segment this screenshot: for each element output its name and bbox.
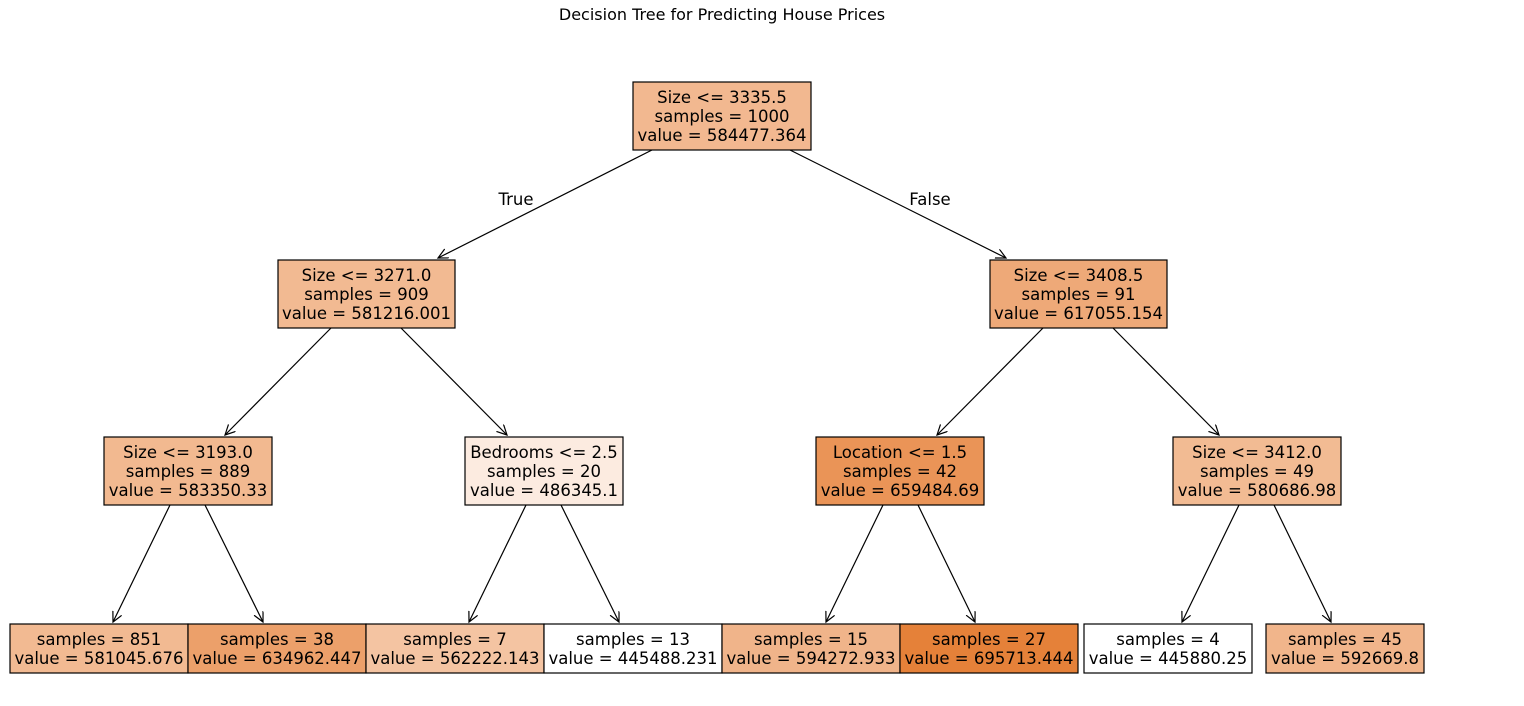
node-box (815, 436, 985, 506)
node-line: samples = 20 (487, 462, 601, 481)
node-line: Size <= 3271.0 (302, 266, 432, 285)
node-box (1172, 436, 1342, 506)
node-line: value = 617055.154 (994, 304, 1163, 323)
node-line: samples = 851 (37, 630, 161, 649)
edge-n6-n14 (1273, 504, 1331, 622)
node-line: value = 562222.143 (370, 649, 539, 668)
node-line: value = 594272.933 (726, 649, 895, 668)
node-line: value = 580686.98 (1178, 481, 1337, 500)
edge-n3-n7 (113, 504, 171, 622)
node-line: Size <= 3335.5 (657, 88, 787, 107)
node-line: samples = 909 (304, 285, 428, 304)
edge-n3-n8 (204, 504, 263, 622)
node-box (721, 623, 901, 674)
node-line: samples = 15 (754, 630, 868, 649)
node-line: value = 445880.25 (1089, 649, 1248, 668)
node-line: Size <= 3193.0 (123, 443, 253, 462)
edge-labels-layer: True False (497, 190, 950, 209)
edge-n1-n4 (400, 327, 507, 435)
edge-n2-n5 (937, 327, 1044, 435)
node-line: samples = 7 (403, 630, 506, 649)
node-line: value = 584477.364 (637, 126, 806, 145)
node-box (103, 436, 273, 506)
node-line: samples = 49 (1200, 462, 1314, 481)
node-box (464, 436, 624, 506)
edge-n4-n10 (560, 504, 619, 622)
node-line: value = 583350.33 (109, 481, 268, 500)
diagram-title: Decision Tree for Predicting House Price… (559, 5, 885, 24)
edge-label-true: True (497, 190, 533, 209)
node-line: value = 634962.447 (192, 649, 361, 668)
node-box (1083, 623, 1253, 674)
node-line: samples = 45 (1288, 630, 1402, 649)
node-line: samples = 1000 (655, 107, 790, 126)
node-line: samples = 13 (576, 630, 690, 649)
edge-n5-n11 (826, 504, 884, 622)
node-line: Bedrooms <= 2.5 (470, 443, 618, 462)
node-box (899, 623, 1079, 674)
node-box (187, 623, 367, 674)
edges-layer (113, 149, 1331, 622)
node-line: value = 445488.231 (548, 649, 717, 668)
node-line: value = 592669.8 (1271, 649, 1419, 668)
node-box (989, 259, 1168, 329)
edge-n4-n9 (469, 504, 527, 622)
node-box (632, 81, 812, 151)
edge-label-false: False (909, 190, 950, 209)
node-line: value = 695713.444 (904, 649, 1073, 668)
edge-n2-n6 (1112, 327, 1219, 435)
node-line: Size <= 3408.5 (1014, 266, 1144, 285)
edge-n6-n13 (1182, 504, 1240, 622)
edge-n0-n1 (438, 149, 653, 258)
node-line: Location <= 1.5 (833, 443, 967, 462)
node-line: Size <= 3412.0 (1192, 443, 1322, 462)
node-line: value = 581045.676 (14, 649, 183, 668)
node-line: samples = 889 (126, 462, 250, 481)
edge-n5-n12 (917, 504, 975, 622)
edge-n0-n2 (789, 149, 1006, 258)
node-line: value = 581216.001 (282, 304, 451, 323)
node-box (9, 623, 189, 674)
node-line: samples = 4 (1116, 630, 1219, 649)
node-box (277, 259, 456, 329)
node-line: samples = 42 (843, 462, 957, 481)
edge-n1-n3 (225, 327, 332, 435)
node-box (1265, 623, 1425, 674)
node-line: value = 659484.69 (821, 481, 980, 500)
node-line: samples = 91 (1022, 285, 1136, 304)
node-line: samples = 38 (220, 630, 334, 649)
node-line: samples = 27 (932, 630, 1046, 649)
node-line: value = 486345.1 (470, 481, 618, 500)
node-box (365, 623, 545, 674)
